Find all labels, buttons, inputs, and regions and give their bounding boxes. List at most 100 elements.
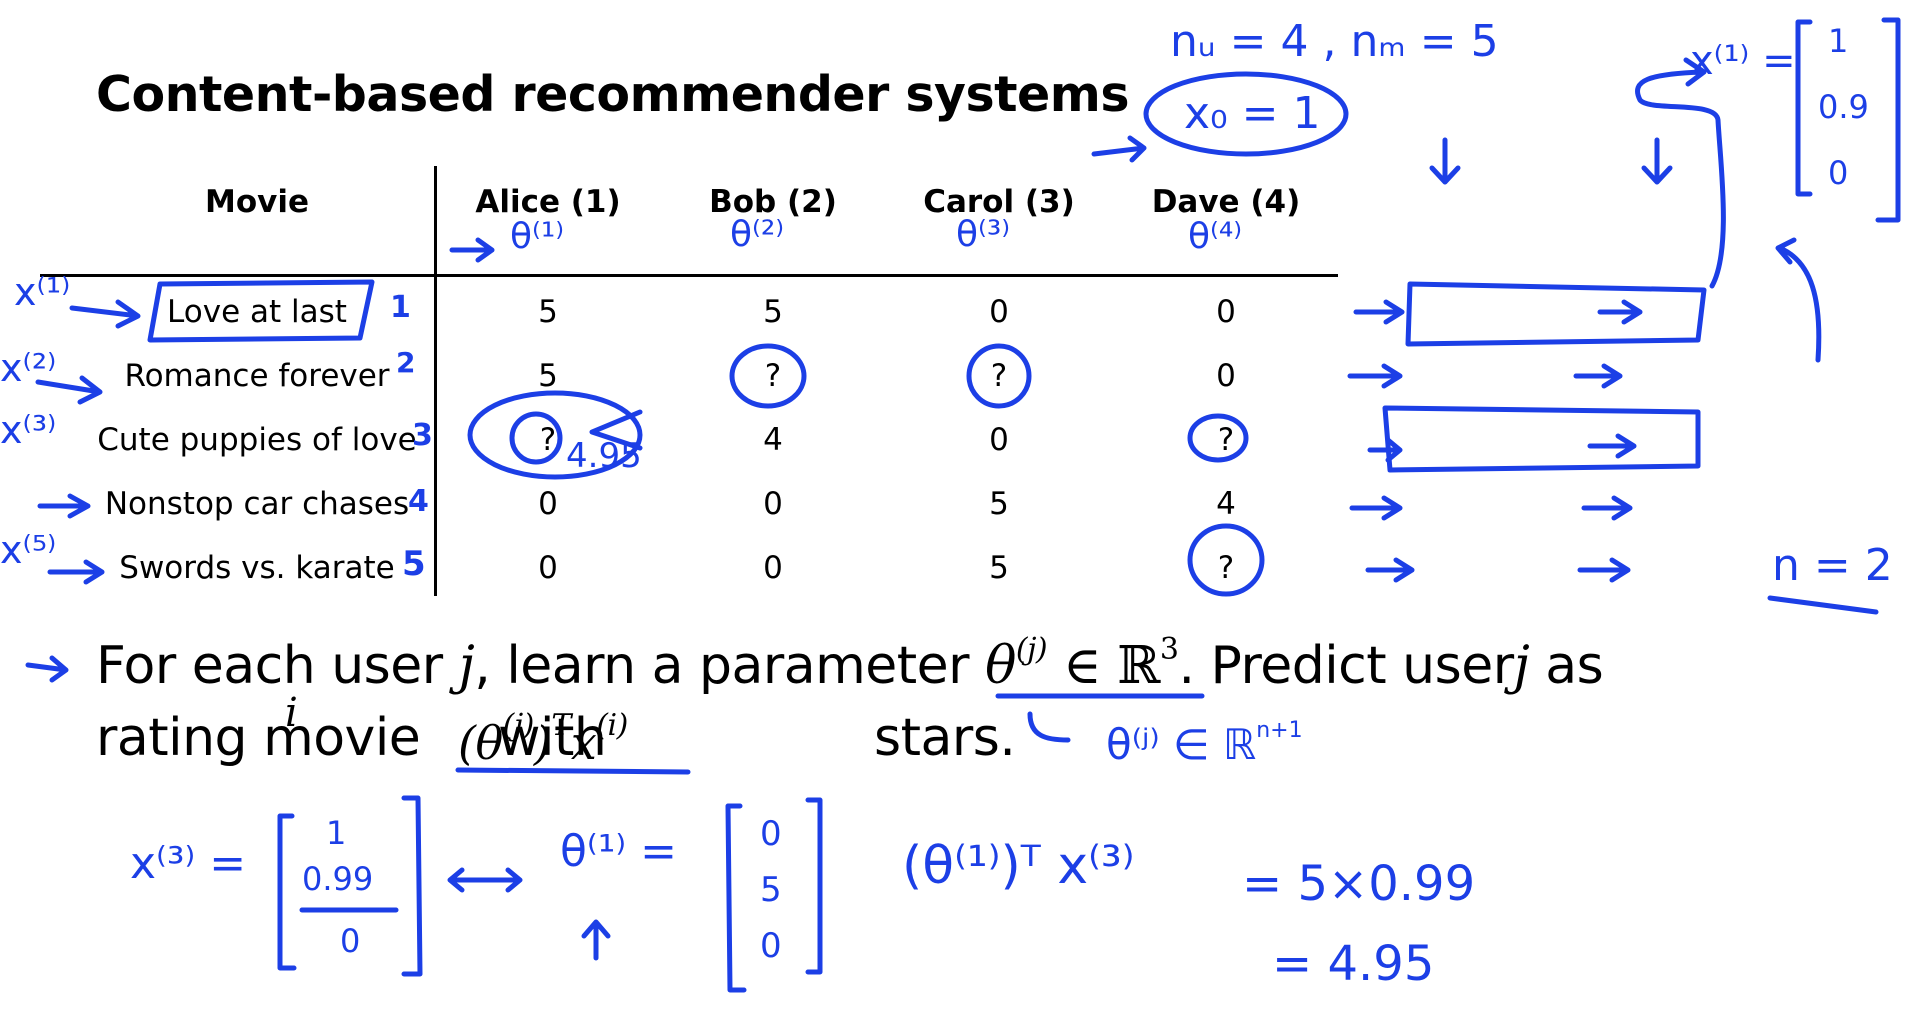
predicted-rating: 4.95 bbox=[566, 436, 642, 476]
movie-index-i: i bbox=[285, 690, 298, 736]
rating-cell: ? bbox=[990, 358, 1008, 394]
x0-annotation: x₀ = 1 bbox=[1184, 88, 1321, 139]
slide-title: Content-based recommender systems bbox=[96, 66, 1130, 123]
rating-cell: ? bbox=[764, 358, 782, 394]
row-arrow bbox=[1573, 363, 1623, 389]
bullet-arrow bbox=[25, 655, 69, 683]
rating-cell: ? bbox=[1217, 422, 1235, 458]
circle-carol-row2 bbox=[966, 343, 1032, 409]
x0-circle bbox=[1143, 71, 1349, 157]
double-arrow bbox=[447, 867, 523, 893]
row-number-2: 2 bbox=[396, 346, 416, 379]
rating-cell: 0 bbox=[538, 486, 558, 522]
theta-in-r-annotation: θ⁽ʲ⁾ ∈ ℝn+1 bbox=[1106, 718, 1303, 769]
x3-vector-0: 1 bbox=[326, 814, 347, 852]
n-annotation: n = 2 bbox=[1772, 540, 1893, 591]
x1-vector-0: 1 bbox=[1828, 22, 1849, 60]
theta1-label: θ⁽¹⁾ bbox=[510, 216, 565, 257]
table-vertical-divider bbox=[434, 166, 437, 596]
rating-cell: 5 bbox=[989, 486, 1009, 522]
x1-vector-left-bracket bbox=[1795, 19, 1813, 197]
x5-arrow bbox=[47, 559, 105, 585]
rating-cell: 5 bbox=[989, 550, 1009, 586]
row-arrow bbox=[1581, 495, 1633, 521]
x3-vector-1: 0.99 bbox=[302, 860, 374, 898]
row-arrow bbox=[1597, 299, 1643, 325]
up-arrow bbox=[581, 919, 611, 961]
up-curve-arrow bbox=[1775, 237, 1822, 363]
row-number-3: 3 bbox=[412, 418, 433, 453]
rating-cell: 5 bbox=[538, 358, 558, 394]
header-user-2: Bob (2) bbox=[709, 184, 837, 220]
n-underline bbox=[1767, 595, 1879, 615]
movie-name: Romance forever bbox=[124, 358, 390, 394]
theta3-label: θ⁽³⁾ bbox=[956, 214, 1011, 255]
x1-vector-right-bracket bbox=[1875, 17, 1901, 223]
x1-label: x⁽¹⁾ = bbox=[1690, 38, 1796, 84]
down-arrow-1 bbox=[1429, 137, 1461, 185]
rating-cell: 0 bbox=[1216, 358, 1236, 394]
circle-alice-q bbox=[509, 411, 563, 465]
feature-box-2 bbox=[1382, 405, 1701, 473]
theta1-right-bracket bbox=[805, 797, 823, 975]
row-arrow bbox=[1349, 495, 1403, 521]
table-header-divider bbox=[40, 274, 1338, 277]
theta1-vector-1: 5 bbox=[760, 870, 782, 910]
row-number-4: 4 bbox=[408, 484, 429, 519]
row-arrow bbox=[1367, 437, 1403, 463]
row-arrow bbox=[1577, 557, 1631, 583]
circle-dave-row5 bbox=[1187, 523, 1265, 597]
nonstop-arrow bbox=[37, 493, 91, 519]
calc-step-2: = 4.95 bbox=[1272, 936, 1435, 992]
predicted-arrow bbox=[589, 409, 643, 451]
x1-vector-2: 0 bbox=[1828, 154, 1849, 192]
formula-underline bbox=[455, 767, 691, 775]
down-arrow-2 bbox=[1641, 137, 1673, 185]
rating-cell: 4 bbox=[1216, 486, 1236, 522]
movie-name: Love at last bbox=[167, 294, 347, 330]
rating-cell: 0 bbox=[763, 550, 783, 586]
movie-name: Nonstop car chases bbox=[104, 486, 410, 522]
theta1-arrow bbox=[449, 237, 495, 263]
theta1-left-bracket bbox=[725, 803, 747, 993]
rating-cell: 0 bbox=[763, 486, 783, 522]
row-arrow bbox=[1353, 299, 1405, 325]
rating-cell: ? bbox=[539, 422, 557, 458]
x2-arrow bbox=[35, 375, 103, 405]
row-number-1: 1 bbox=[390, 290, 411, 325]
row-number-5: 5 bbox=[402, 544, 426, 584]
movie-name: Cute puppies of love bbox=[97, 422, 417, 458]
header-user-3: Carol (3) bbox=[923, 184, 1075, 220]
x1-vector-1: 0.9 bbox=[1818, 88, 1869, 126]
row-arrow bbox=[1587, 433, 1637, 459]
x1-arrow bbox=[69, 299, 141, 329]
x-row-3-label: x⁽³⁾ bbox=[0, 408, 57, 452]
connector-curve bbox=[1635, 57, 1726, 289]
rating-cell: 5 bbox=[763, 294, 783, 330]
feature-box-1 bbox=[1405, 281, 1707, 347]
x3-left-bracket bbox=[277, 813, 297, 971]
x3-label: x⁽³⁾ = bbox=[130, 838, 247, 889]
calc-step-1: = 5×0.99 bbox=[1242, 856, 1476, 912]
rating-cell: 0 bbox=[989, 294, 1009, 330]
theta1-vector-0: 0 bbox=[760, 814, 782, 854]
row-arrow bbox=[1365, 557, 1415, 583]
love-at-last-box bbox=[147, 279, 375, 343]
circle-bob-row2 bbox=[729, 343, 807, 409]
rating-cell: 0 bbox=[989, 422, 1009, 458]
bullet-line-2: rating movie bbox=[96, 708, 421, 768]
x3-right-bracket bbox=[401, 795, 423, 977]
rating-cell: ? bbox=[1217, 550, 1235, 586]
theta1-vector-label: θ⁽¹⁾ = bbox=[560, 826, 678, 877]
rating-cell: 5 bbox=[538, 294, 558, 330]
hook-arrow bbox=[1027, 711, 1071, 743]
x-row-2-label: x⁽²⁾ bbox=[0, 346, 57, 390]
x-row-1-label: x⁽¹⁾ bbox=[14, 270, 71, 314]
x0-arrow bbox=[1091, 135, 1147, 163]
rating-cell: 0 bbox=[538, 550, 558, 586]
movie-name: Swords vs. karate bbox=[119, 550, 395, 586]
circle-dave-row3 bbox=[1187, 413, 1249, 463]
calc-lhs: (θ⁽¹⁾)ᵀ x⁽³⁾ bbox=[902, 836, 1135, 896]
